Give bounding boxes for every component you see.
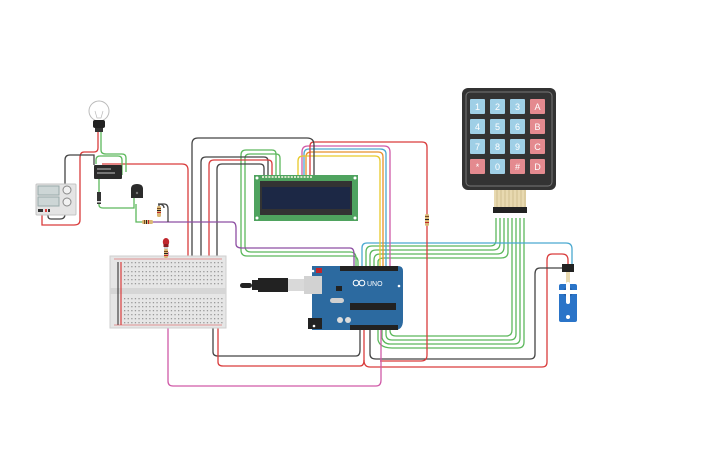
wire[interactable] xyxy=(158,203,169,222)
keypad-key[interactable]: D xyxy=(530,159,545,174)
wire[interactable] xyxy=(98,178,135,209)
keypad-key-label: 0 xyxy=(495,162,500,172)
keypad-key-label: C xyxy=(534,142,541,152)
wire[interactable] xyxy=(297,155,381,266)
wires xyxy=(41,132,573,387)
transistor[interactable] xyxy=(131,184,143,198)
arduino-logo: UNO xyxy=(352,279,383,288)
arduino-uno[interactable]: UNO xyxy=(304,266,403,330)
wire[interactable] xyxy=(303,148,387,266)
keypad-key[interactable]: C xyxy=(530,139,545,154)
wire[interactable] xyxy=(208,159,273,262)
keypad-key-label: # xyxy=(515,162,520,172)
keypad-key[interactable]: 4 xyxy=(470,119,485,134)
keypad-wires xyxy=(365,218,525,349)
wire-servo-signal[interactable] xyxy=(361,242,573,268)
wire[interactable] xyxy=(135,204,148,223)
wire-servo-power[interactable] xyxy=(363,253,569,368)
keypad-key[interactable]: 8 xyxy=(490,139,505,154)
wire[interactable] xyxy=(212,326,361,357)
wire-relay-power[interactable] xyxy=(102,163,189,262)
keypad-key-label: * xyxy=(476,162,480,172)
keypad-key-label: D xyxy=(534,162,541,172)
keypad-key-label: 3 xyxy=(515,102,520,112)
keypad-key[interactable]: * xyxy=(470,159,485,174)
wire[interactable] xyxy=(377,218,509,266)
wire[interactable] xyxy=(216,163,265,262)
keypad-key[interactable]: 5 xyxy=(490,119,505,134)
wire[interactable] xyxy=(100,132,127,172)
keypad-key[interactable]: 3 xyxy=(510,99,525,114)
lcd-pins xyxy=(262,176,312,178)
keypad[interactable]: 1 2 3 A 4 5 6 B 7 8 9 C * 0 # D xyxy=(462,88,556,213)
wire-led[interactable] xyxy=(167,252,382,387)
resistor-pulldown[interactable] xyxy=(157,206,161,217)
keypad-key-label: 6 xyxy=(515,122,520,132)
keypad-key-label: 7 xyxy=(475,142,480,152)
usb-cable[interactable] xyxy=(240,278,304,292)
wire[interactable] xyxy=(373,218,505,266)
wire[interactable] xyxy=(301,145,391,266)
keypad-key[interactable]: 0 xyxy=(490,159,505,174)
wire[interactable] xyxy=(377,218,525,349)
keypad-key-label: 9 xyxy=(515,142,520,152)
wire[interactable] xyxy=(95,155,123,175)
breadboard[interactable] xyxy=(109,255,227,329)
wire[interactable] xyxy=(217,326,365,367)
keypad-key-label: B xyxy=(534,122,540,132)
wire[interactable] xyxy=(148,221,355,266)
keypad-key-label: 8 xyxy=(495,142,500,152)
keypad-key[interactable]: B xyxy=(530,119,545,134)
keypad-key[interactable]: 1 xyxy=(470,99,485,114)
keypad-key-label: 1 xyxy=(475,102,480,112)
resistor-base[interactable] xyxy=(142,220,153,224)
wire[interactable] xyxy=(244,153,357,266)
keypad-key[interactable]: 9 xyxy=(510,139,525,154)
keypad-key[interactable]: A xyxy=(530,99,545,114)
wire[interactable] xyxy=(47,154,95,220)
wire[interactable] xyxy=(305,151,384,266)
servo-motor[interactable] xyxy=(557,264,579,322)
diode[interactable] xyxy=(97,192,101,204)
keypad-key[interactable]: 7 xyxy=(470,139,485,154)
breadboard-holes xyxy=(124,262,223,324)
wire[interactable] xyxy=(389,218,513,337)
wire[interactable] xyxy=(381,218,521,345)
keypad-key-label: 2 xyxy=(495,102,500,112)
arduino-uno-label: UNO xyxy=(367,281,383,288)
wire[interactable] xyxy=(309,141,428,362)
wire[interactable] xyxy=(41,132,99,226)
wire[interactable] xyxy=(369,218,501,266)
keypad-key-label: 4 xyxy=(475,122,480,132)
keypad-key[interactable]: 6 xyxy=(510,119,525,134)
power-supply[interactable] xyxy=(35,183,77,216)
keypad-key-label: 5 xyxy=(495,122,500,132)
lcd-display[interactable] xyxy=(254,175,358,221)
wire[interactable] xyxy=(191,137,315,262)
resistor-line[interactable] xyxy=(425,214,429,226)
keypad-key[interactable]: 2 xyxy=(490,99,505,114)
wire[interactable] xyxy=(240,149,359,266)
keypad-key-label: A xyxy=(534,102,540,112)
wire-servo-ground[interactable] xyxy=(369,267,564,360)
keypad-key[interactable]: # xyxy=(510,159,525,174)
wire[interactable] xyxy=(385,218,517,341)
resistor-led[interactable] xyxy=(164,249,168,258)
relay[interactable] xyxy=(94,165,122,179)
light-bulb[interactable] xyxy=(88,100,110,132)
